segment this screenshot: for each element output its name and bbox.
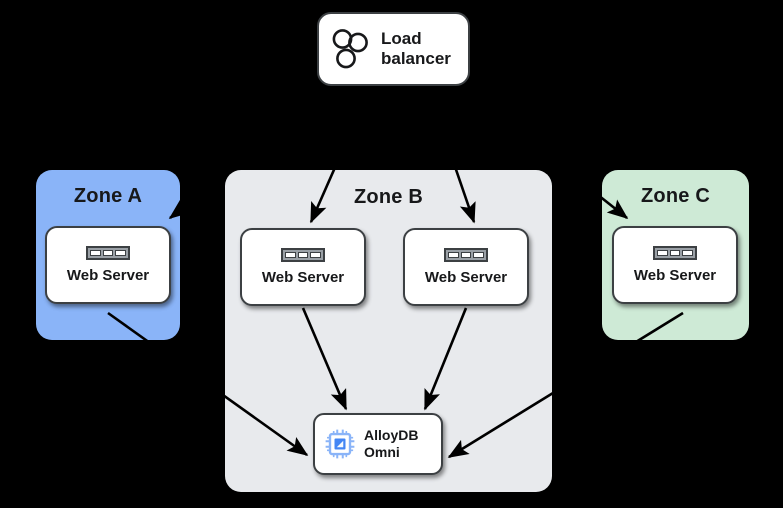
alloydb-omni-label-line2: Omni xyxy=(364,444,400,460)
chip-icon xyxy=(325,429,355,459)
zone-b-web-server-2[interactable]: Web Server xyxy=(403,228,529,306)
zone-c-label: Zone C xyxy=(641,185,710,207)
server-rack-icon xyxy=(653,246,697,260)
load-balancer-label-line1: Load xyxy=(381,28,422,48)
server-rack-icon xyxy=(86,246,130,260)
zone-b-web-server-1-label: Web Server xyxy=(261,269,345,286)
zone-a-web-server-label: Web Server xyxy=(66,267,150,284)
zone-a-container[interactable]: Zone A Web Server xyxy=(36,170,180,340)
alloydb-omni-node[interactable]: AlloyDB Omni xyxy=(313,413,443,475)
three-circles-icon xyxy=(332,29,368,69)
zone-c-web-server-label: Web Server xyxy=(633,267,717,284)
alloydb-omni-label-line1: AlloyDB xyxy=(364,427,419,444)
alloydb-omni-label: AlloyDB Omni xyxy=(364,427,418,461)
zone-b-label: Zone B xyxy=(354,186,423,208)
zone-c-container[interactable]: Zone C Web Server xyxy=(602,170,749,340)
zone-a-label: Zone A xyxy=(73,185,143,207)
zone-b-web-server-1[interactable]: Web Server xyxy=(240,228,366,306)
zone-a-web-server[interactable]: Web Server xyxy=(45,226,171,304)
load-balancer-label: Load balancer xyxy=(381,29,451,69)
zone-b-web-server-2-label: Web Server xyxy=(424,269,508,286)
server-rack-icon xyxy=(444,248,488,262)
load-balancer-label-line2: balancer xyxy=(381,49,451,68)
server-rack-icon xyxy=(281,248,325,262)
zone-c-web-server[interactable]: Web Server xyxy=(612,226,738,304)
load-balancer-node[interactable]: Load balancer xyxy=(317,12,470,86)
